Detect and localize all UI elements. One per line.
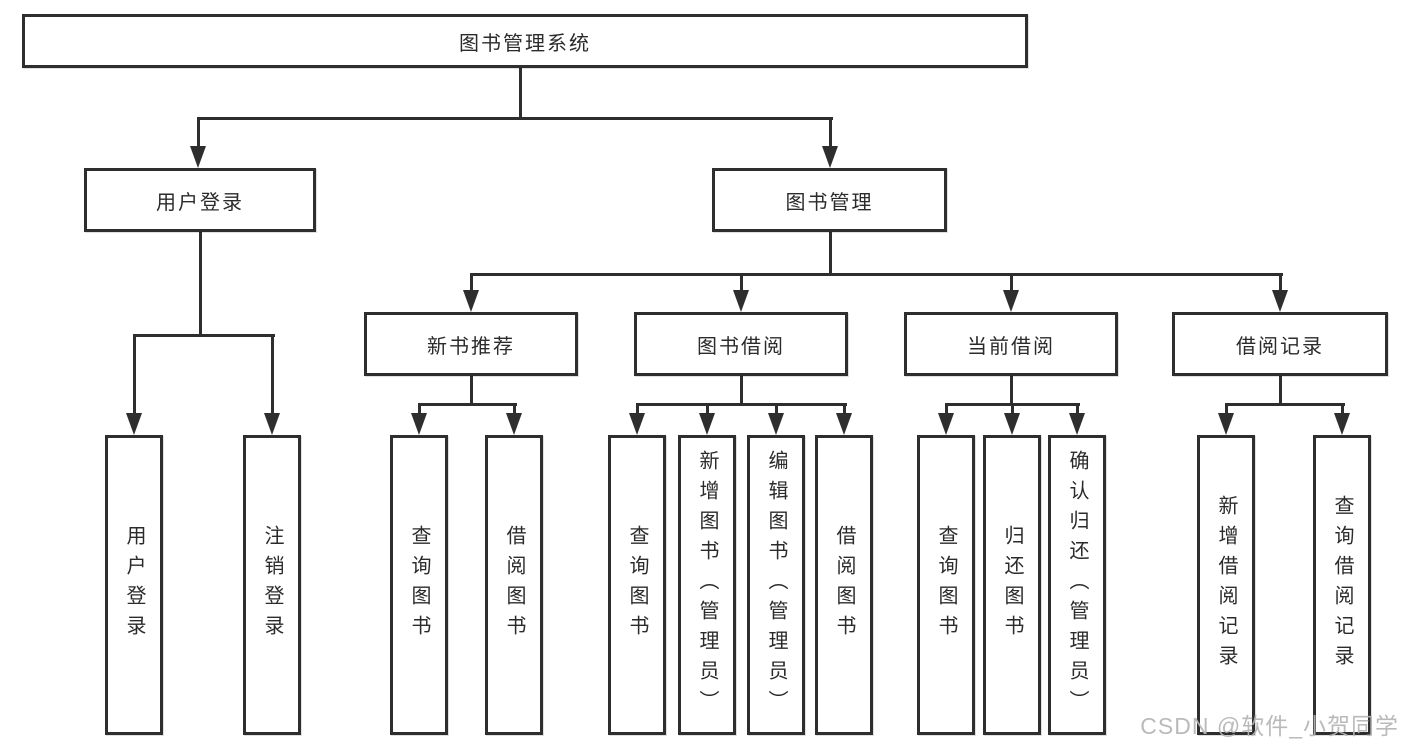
arrow-down-icon [1069, 413, 1085, 435]
leaf-add-borrow-record: 新增借阅记录 [1197, 435, 1255, 735]
arrow-down-icon [1004, 413, 1020, 435]
leaf-label: 查询图书 [408, 525, 430, 645]
connector-line [418, 403, 421, 416]
leaf-label: 查询图书 [626, 525, 648, 645]
node-library-management-system: 图书管理系统 [22, 14, 1028, 68]
node-label: 图书借阅 [697, 335, 785, 358]
node-label: 图书管理 [785, 191, 874, 214]
connector-line [133, 334, 136, 416]
arrow-down-icon [411, 413, 427, 435]
leaf-label: 查询借阅记录 [1331, 495, 1353, 675]
node-book-borrowing: 图书借阅 [634, 312, 848, 376]
arrow-down-icon [836, 413, 852, 435]
leaf-label: 用户登录 [123, 525, 145, 645]
connector-line [470, 273, 473, 293]
connector-line [740, 273, 743, 293]
node-user-login: 用户登录 [84, 168, 316, 232]
arrow-down-icon [126, 413, 142, 435]
leaf-label: 编辑图书（管理员） [765, 450, 787, 720]
arrow-down-icon [733, 290, 749, 312]
arrow-down-icon [506, 413, 522, 435]
connector-line [636, 403, 639, 416]
connector-line [133, 334, 275, 337]
leaf-label: 归还图书 [1001, 525, 1023, 645]
arrow-down-icon [699, 413, 715, 435]
connector-line [829, 232, 832, 276]
leaf-user-login: 用户登录 [105, 435, 163, 735]
connector-line [740, 376, 743, 405]
leaf-query-books: 查询图书 [608, 435, 666, 735]
connector-line [775, 403, 778, 416]
leaf-label: 确认归还（管理员） [1066, 450, 1088, 720]
leaf-query-books: 查询图书 [390, 435, 448, 735]
arrow-down-icon [1334, 413, 1350, 435]
connector-line [1341, 403, 1344, 416]
arrow-down-icon [938, 413, 954, 435]
connector-line [197, 117, 833, 120]
connector-line [470, 273, 1283, 276]
connector-line [1279, 273, 1282, 293]
leaf-add-books-admin: 新增图书（管理员） [678, 435, 736, 735]
leaf-confirm-return-admin: 确认归还（管理员） [1048, 435, 1106, 735]
connector-line [513, 403, 516, 416]
connector-line [843, 403, 846, 416]
leaf-label: 新增图书（管理员） [696, 450, 718, 720]
csdn-watermark: CSDN @软件_小贺同学 [1140, 713, 1399, 739]
arrow-down-icon [768, 413, 784, 435]
connector-line [1225, 403, 1345, 406]
node-label: 借阅记录 [1236, 335, 1324, 358]
leaf-edit-books-admin: 编辑图书（管理员） [747, 435, 805, 735]
connector-line [470, 376, 473, 405]
connector-line [1011, 403, 1014, 416]
connector-line [1279, 376, 1282, 405]
leaf-query-books: 查询图书 [917, 435, 975, 735]
connector-line [1010, 273, 1013, 293]
node-book-management: 图书管理 [712, 168, 947, 232]
arrow-down-icon [190, 146, 206, 168]
arrow-down-icon [822, 146, 838, 168]
connector-line [1076, 403, 1079, 416]
node-label: 新书推荐 [427, 335, 515, 358]
connector-line [1225, 403, 1228, 416]
node-label: 用户登录 [156, 191, 244, 214]
leaf-logout: 注销登录 [243, 435, 301, 735]
leaf-label: 查询图书 [935, 525, 957, 645]
connector-line [418, 403, 517, 406]
connector-line [636, 403, 847, 406]
arrow-down-icon [1003, 290, 1019, 312]
node-label: 图书管理系统 [459, 32, 591, 55]
leaf-query-borrow-record: 查询借阅记录 [1313, 435, 1371, 735]
connector-line [1010, 376, 1013, 405]
leaf-label: 借阅图书 [833, 525, 855, 645]
leaf-label: 借阅图书 [503, 525, 525, 645]
connector-line [945, 403, 948, 416]
connector-line [199, 232, 202, 337]
connector-line [197, 117, 200, 149]
node-borrowing-records: 借阅记录 [1172, 312, 1388, 376]
leaf-borrow-books: 借阅图书 [815, 435, 873, 735]
connector-line [829, 117, 832, 149]
node-current-borrowing: 当前借阅 [904, 312, 1118, 376]
leaf-borrow-books: 借阅图书 [485, 435, 543, 735]
arrow-down-icon [1272, 290, 1288, 312]
leaf-label: 注销登录 [261, 525, 283, 645]
arrow-down-icon [1218, 413, 1234, 435]
node-label: 当前借阅 [967, 335, 1055, 358]
leaf-return-books: 归还图书 [983, 435, 1041, 735]
connector-line [706, 403, 709, 416]
connector-line [271, 334, 274, 416]
arrow-down-icon [264, 413, 280, 435]
leaf-label: 新增借阅记录 [1215, 495, 1237, 675]
arrow-down-icon [463, 290, 479, 312]
arrow-down-icon [629, 413, 645, 435]
connector-line [519, 68, 522, 118]
node-new-book-recommendation: 新书推荐 [364, 312, 578, 376]
